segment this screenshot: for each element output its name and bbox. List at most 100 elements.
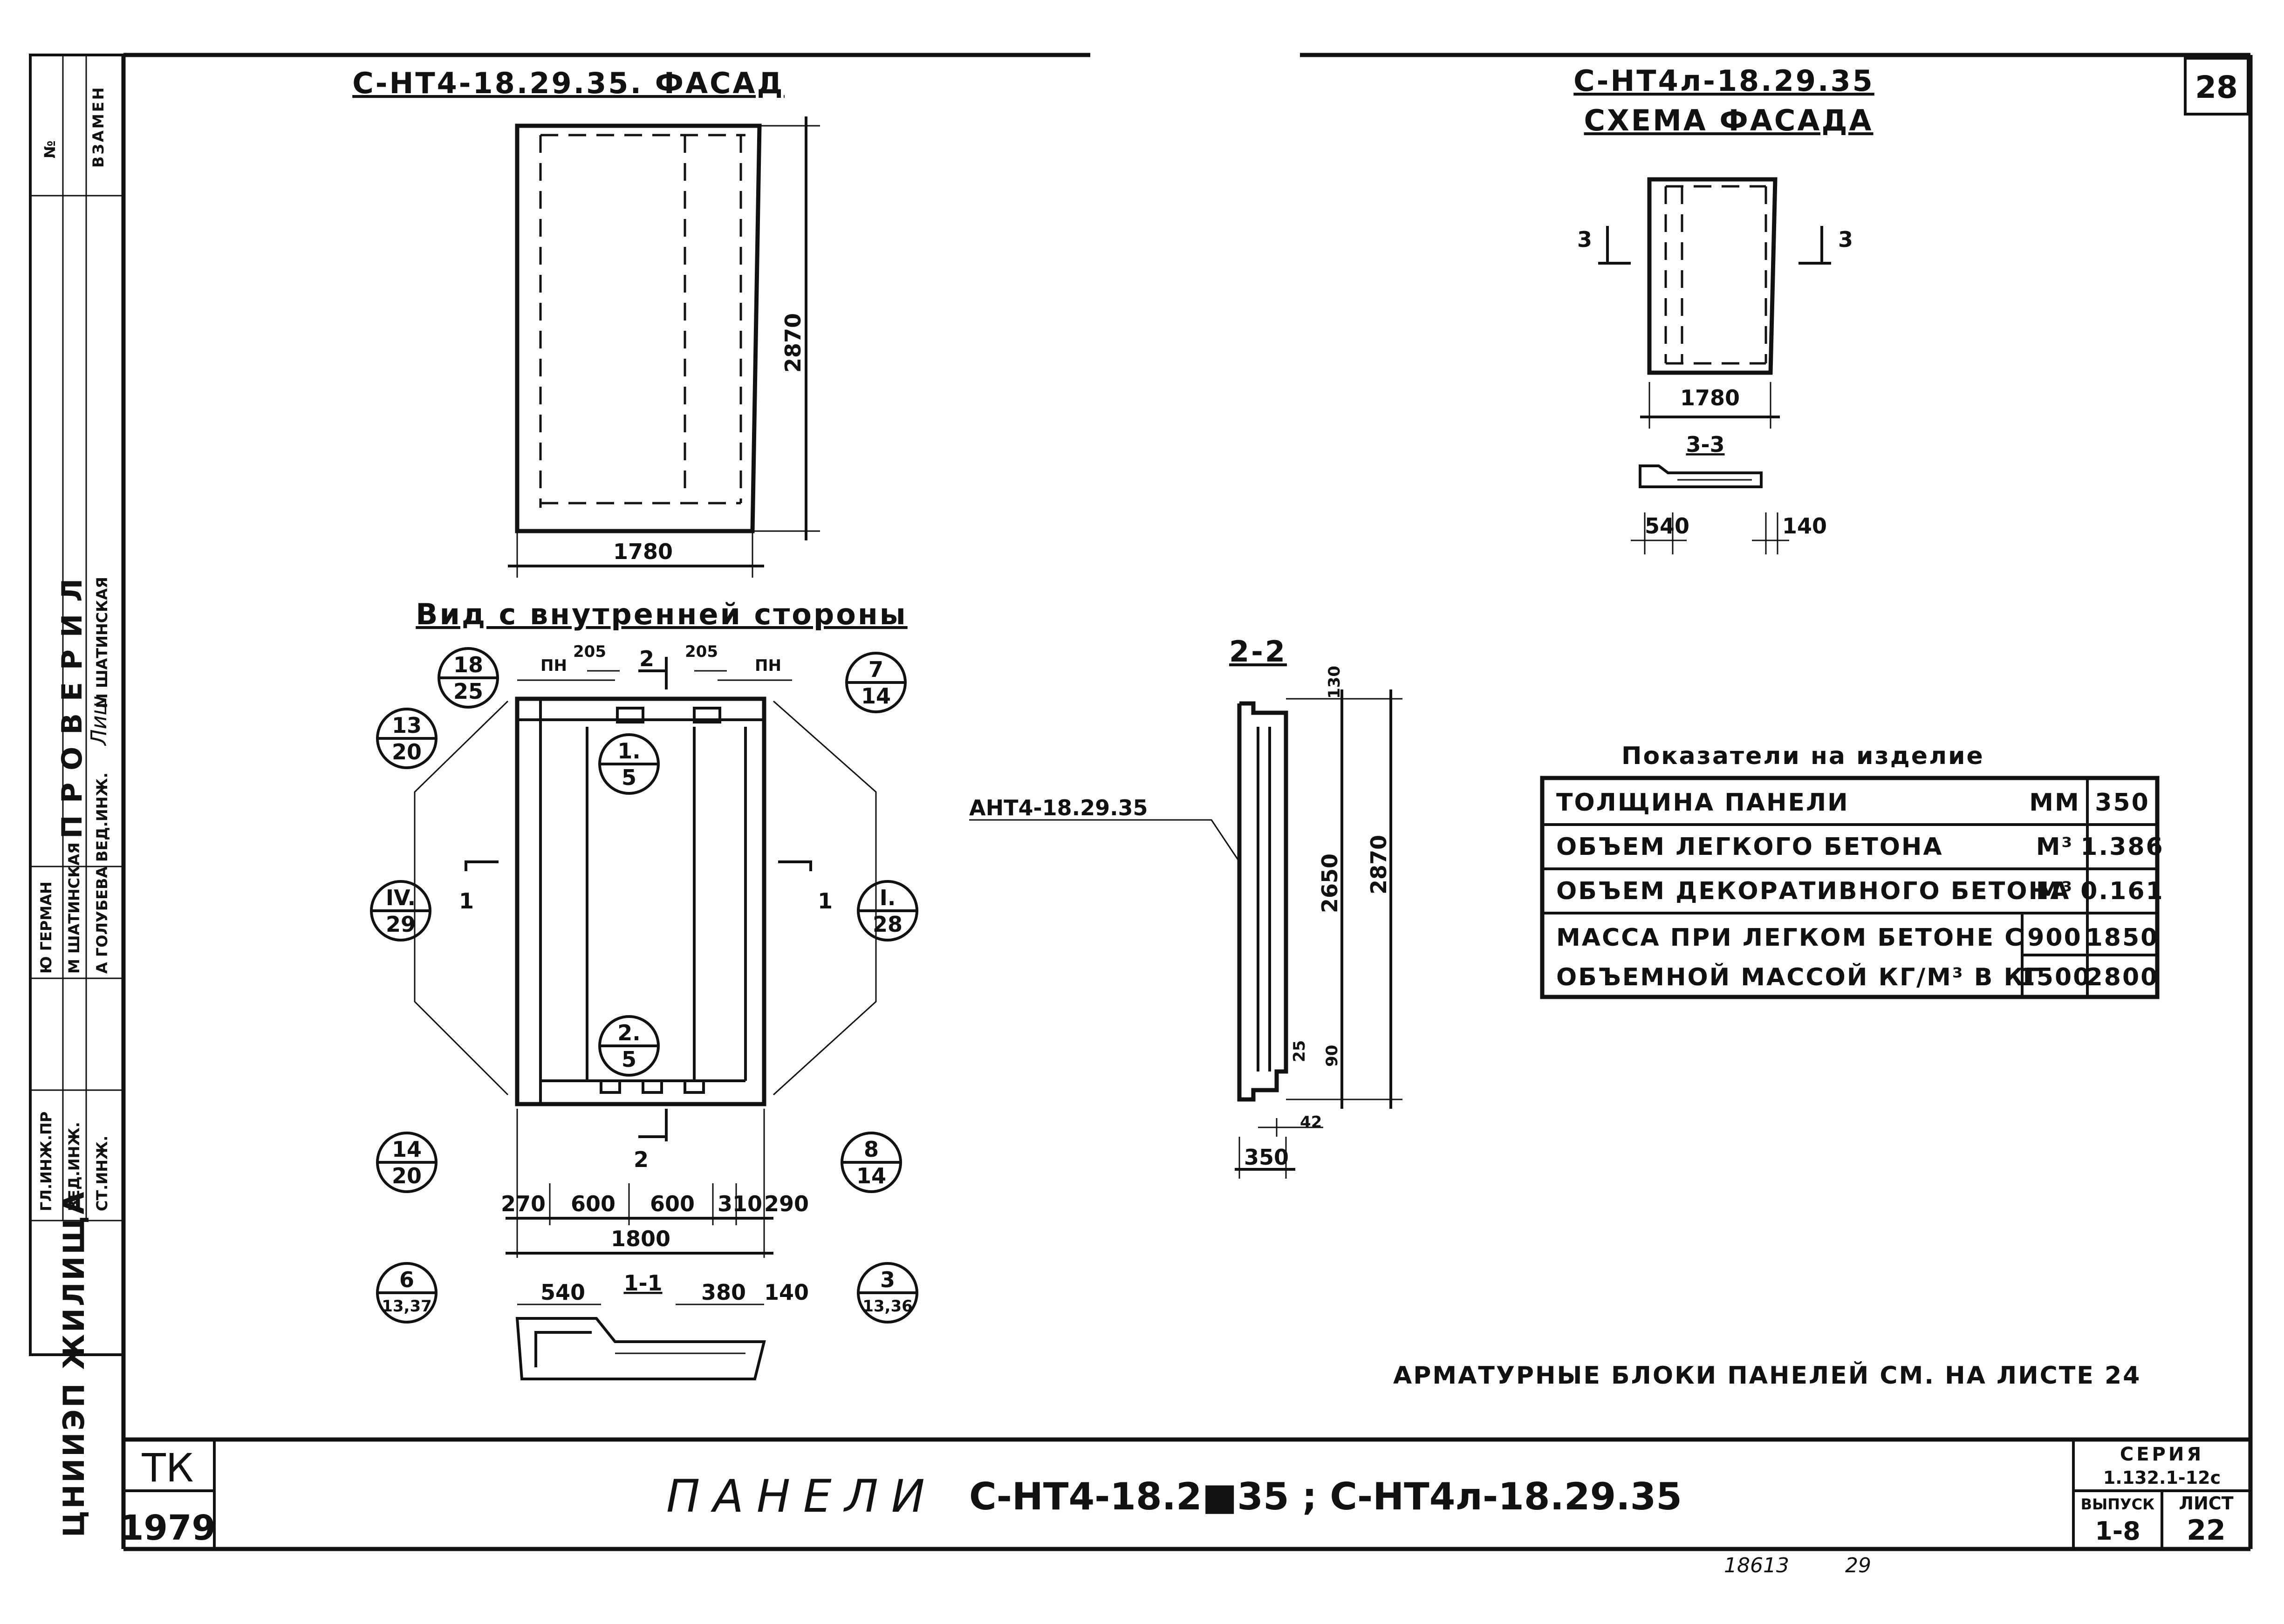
scheme-mark-3-right: 3 — [1838, 227, 1853, 252]
year: 1979 — [120, 1508, 216, 1548]
dim-top-right: 205 — [685, 642, 718, 661]
indicators-title: Показатели на изделие — [1621, 742, 1984, 770]
facade-height-dim: 2870 — [780, 313, 806, 373]
inv-no-label: № — [41, 141, 59, 159]
callout-den: 13,36 — [862, 1297, 913, 1316]
scheme-section-dim-1: 540 — [1645, 513, 1689, 539]
rebar-note: АРМАТУРНЫЕ БЛОКИ ПАНЕЛЕЙ СМ. НА ЛИСТЕ 24 — [1393, 1361, 2141, 1390]
main-title-word: ПАНЕЛИ — [666, 1470, 938, 1522]
callout-8-14: 8 14 — [841, 1132, 902, 1193]
row-label-deco-concrete: ОБЪЕМ ДЕКОРАТИВНОГО БЕТОНА — [1556, 877, 2070, 905]
callout-13-20: 13 20 — [376, 708, 438, 769]
mass-label-2: ОБЪЕМНОЙ МАССОЙ КГ/М³ В КГ — [1556, 963, 2042, 991]
checker-role: ВЕД.ИНЖ. — [93, 772, 111, 862]
footer-stamp: 18613 — [1724, 1554, 1789, 1577]
bottom-dim-4: 310 — [718, 1191, 762, 1216]
bottom-dim-2: 600 — [571, 1191, 615, 1216]
callout-num: 3 — [880, 1267, 895, 1292]
stamp-name-1: Ю ГЕРМАН — [37, 881, 55, 974]
section-mark-2-top: 2 — [639, 646, 654, 671]
section-2-2-dim-90: 90 — [1323, 1045, 1341, 1067]
checked-label: ПРОВЕРИЛ — [56, 566, 89, 839]
mass-value-900: 1850 — [2086, 924, 2159, 952]
mass-density-900: 900 — [2027, 924, 2082, 952]
dim-top-left: 205 — [573, 642, 606, 661]
callout-num: 14 — [392, 1137, 422, 1162]
side-stamp: № ВЗАМЕН ПРОВЕРИЛ ВЕД.ИНЖ. М ШАТИНСКАЯ Л… — [29, 54, 125, 1537]
callout-18-25: 18 25 — [438, 647, 499, 709]
callout-num: 13 — [392, 713, 422, 738]
bottom-dim-1: 270 — [501, 1191, 546, 1216]
callout-den: 5 — [622, 1047, 636, 1072]
callout-3-13-36: 3 13,36 — [857, 1262, 918, 1324]
mass-density-1500: 1500 — [2018, 963, 2092, 991]
scheme-width-dim: 1780 — [1680, 385, 1740, 410]
section-mark-2-bottom: 2 — [634, 1147, 649, 1172]
indicators-table: Показатели на изделие ТОЛЩИНА ПАНЕЛИ ММ … — [1540, 742, 2164, 999]
callout-14-20: 14 20 — [376, 1132, 438, 1193]
section-1-1-dim-1: 540 — [540, 1280, 585, 1305]
scheme-mark-3-left: 3 — [1577, 227, 1592, 252]
scheme-section-title: 3-3 — [1686, 432, 1724, 457]
callout-den: 25 — [453, 679, 483, 704]
callout-7-14: 7 14 — [845, 652, 907, 713]
stamp-name-3: А ГОЛУБЕВА — [93, 867, 111, 974]
callout-I-28: I. 28 — [857, 880, 918, 942]
row-value-deco-concrete: 0.161 — [2080, 877, 2164, 905]
callout-num: 2. — [617, 1020, 640, 1045]
sheet-number-box: 28 — [2184, 57, 2250, 116]
callout-den: 20 — [392, 1163, 422, 1188]
section-1-1-dim-3: 140 — [764, 1280, 809, 1305]
section-2-2-dim-42: 42 — [1300, 1113, 1322, 1132]
callout-den: 13,37 — [382, 1297, 432, 1316]
section-2-2-label: АНТ4-18.29.35 — [969, 795, 1148, 820]
issue-label: ВЫПУСК — [2081, 1495, 2155, 1513]
callout-num: 18 — [453, 652, 483, 677]
section-1-1-dim-2: 380 — [701, 1280, 746, 1305]
checker-name: М ШАТИНСКАЯ — [93, 577, 111, 708]
section-1-1-title: 1-1 — [623, 1270, 662, 1296]
org-mark: ТК — [142, 1445, 194, 1491]
callout-den: 5 — [622, 765, 636, 790]
stamp-role-1: ГЛ.ИНЖ.ПР — [37, 1112, 55, 1211]
inner-view-title: Вид с внутренней стороны — [416, 597, 907, 631]
callout-den: 14 — [861, 683, 891, 709]
issue-value: 1-8 — [2095, 1516, 2140, 1546]
row-value-thickness: 350 — [2095, 789, 2150, 817]
series-value: 1.132.1-12с — [2103, 1467, 2221, 1488]
callout-num: 7 — [868, 657, 883, 682]
section-2-2-dim-2650: 2650 — [1317, 853, 1342, 913]
section-2-2-dim-350: 350 — [1244, 1145, 1289, 1170]
inner-view: Вид с внутренней стороны 1 1 2 2 205 205… — [414, 597, 907, 1258]
bottom-dim-5: 290 — [764, 1191, 809, 1216]
mass-value-1500: 2800 — [2086, 963, 2159, 991]
callout-num: I. — [880, 885, 896, 910]
row-value-light-concrete: 1.386 — [2080, 833, 2164, 861]
total-width-dim: 1800 — [611, 1226, 670, 1251]
list-value: 22 — [2187, 1514, 2226, 1547]
replace-label: ВЗАМЕН — [89, 86, 107, 168]
section-2-2-dim-2870: 2870 — [1366, 835, 1391, 894]
pn-left: ПН — [540, 656, 567, 675]
callout-den: 14 — [856, 1163, 886, 1188]
section-2-2-dim-130: 130 — [1325, 666, 1344, 699]
callout-num: 6 — [399, 1267, 414, 1292]
org-vertical: ЦНИИЭП ЖИЛИЩА — [57, 1190, 91, 1537]
callout-den: 20 — [392, 739, 422, 764]
stamp-role-3: СТ.ИНЖ. — [93, 1136, 111, 1211]
scheme-title-2: СХЕМА ФАСАДА — [1584, 103, 1873, 137]
callout-IV-29: IV. 29 — [370, 880, 431, 942]
callout-den: 28 — [873, 912, 903, 937]
callout-den: 29 — [386, 912, 416, 937]
callout-num: IV. — [386, 885, 416, 910]
row-unit-thickness: ММ — [2029, 789, 2080, 817]
main-title-codes: С-НТ4-18.2■35 ; С-НТ4л-18.29.35 — [969, 1475, 1682, 1518]
callout-num: 8 — [864, 1137, 879, 1162]
sheet-frame — [121, 53, 2253, 1551]
bottom-dim-3: 600 — [650, 1191, 695, 1216]
section-2-2-title: 2-2 — [1229, 635, 1287, 669]
sheet-number: 28 — [2195, 69, 2238, 105]
facade-width-dim: 1780 — [613, 539, 673, 564]
section-2-2: 2-2 АНТ4-18.29.35 130 2650 2870 25 90 42… — [969, 635, 1402, 1179]
